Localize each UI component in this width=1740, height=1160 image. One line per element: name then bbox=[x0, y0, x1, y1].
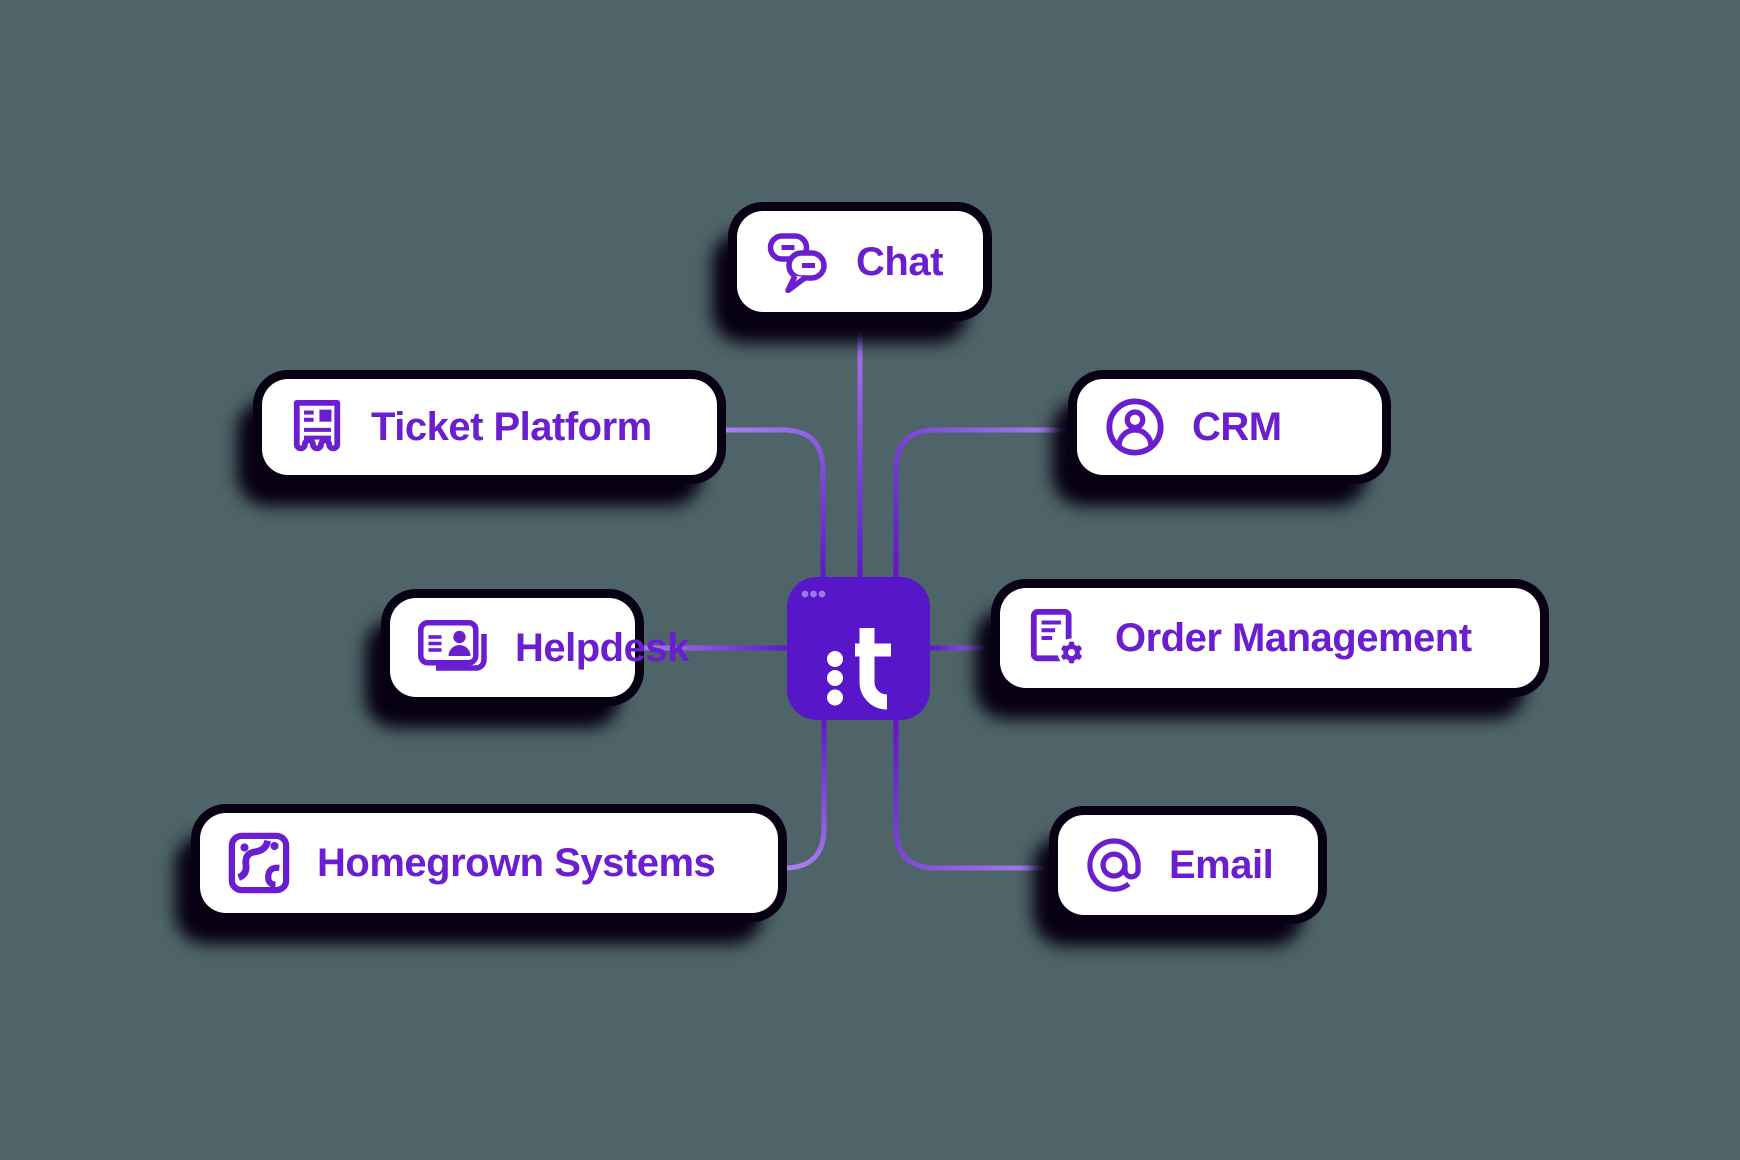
document-gear-icon bbox=[1030, 608, 1086, 667]
hub-logo-colon-dots bbox=[827, 670, 843, 706]
custom-modules-icon bbox=[228, 832, 290, 894]
node-label: Email bbox=[1169, 843, 1274, 887]
node-label: Ticket Platform bbox=[371, 405, 652, 449]
node-chat: Chat bbox=[737, 211, 983, 312]
ticket-receipt-icon bbox=[293, 400, 341, 452]
user-circle-icon bbox=[1106, 398, 1164, 456]
node-label: Homegrown Systems bbox=[317, 841, 716, 885]
hub-tile bbox=[787, 577, 930, 720]
node-label: Chat bbox=[856, 239, 943, 284]
node-label: Helpdesk bbox=[515, 625, 689, 670]
connector-helpdesk bbox=[893, 427, 1077, 577]
hub-window-dots-icon bbox=[801, 590, 826, 598]
node-ticket-platform: Ticket Platform bbox=[262, 379, 717, 475]
connector-homegrown-systems bbox=[778, 720, 827, 871]
node-homegrown-systems: Homegrown Systems bbox=[200, 813, 778, 913]
node-email: Email bbox=[1058, 815, 1318, 915]
at-sign-icon bbox=[1087, 838, 1141, 892]
chat-bubbles-icon bbox=[767, 232, 827, 293]
node-label: Order Management bbox=[1115, 616, 1472, 660]
node-order-management: Order Management bbox=[1000, 588, 1540, 688]
hub-logo bbox=[827, 628, 891, 710]
connector-ticket-platform bbox=[717, 427, 826, 577]
connector-email bbox=[893, 720, 1058, 871]
hub-logo-t bbox=[855, 628, 891, 710]
node-label: CRM bbox=[1192, 405, 1282, 449]
contact-card-icon bbox=[418, 619, 487, 671]
node-crm: Helpdesk bbox=[390, 598, 689, 697]
node-helpdesk: CRM bbox=[1077, 379, 1382, 475]
